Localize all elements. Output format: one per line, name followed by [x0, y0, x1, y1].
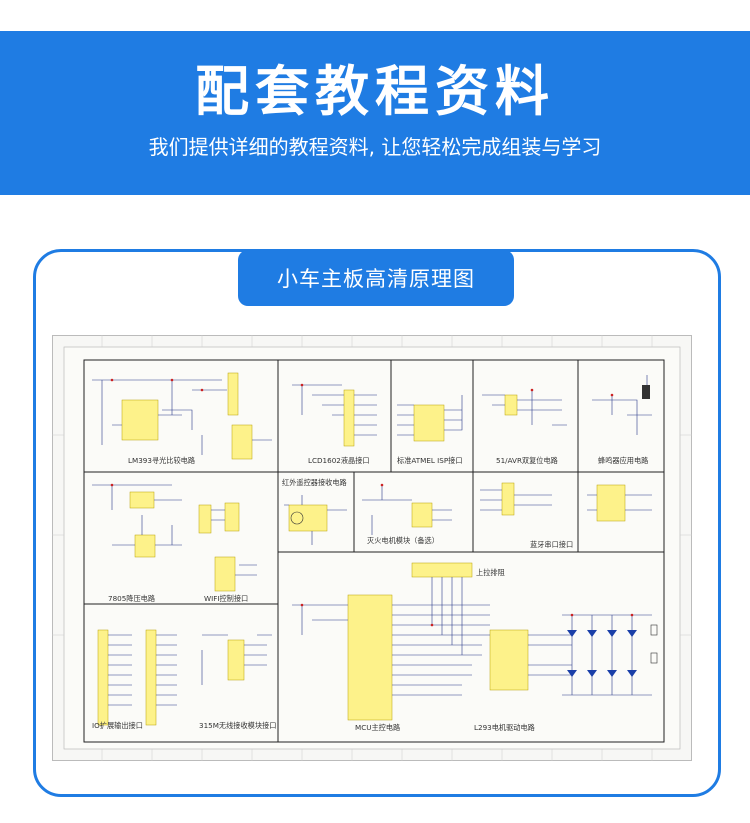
label-fire: 灭火电机模块（备选）: [367, 536, 439, 545]
schematic-inner-frame: [63, 346, 681, 750]
label-bluetooth: 蓝牙串口接口: [530, 540, 573, 549]
label-pullup: 上拉排阻: [476, 568, 505, 577]
label-isp: 标准ATMEL ISP接口: [397, 456, 463, 465]
module-boxes: [83, 359, 665, 743]
schematic-diagram: LM393寻光比较电路 LCD1602液晶接口 标准ATMEL ISP接口 51…: [52, 335, 692, 761]
frame-ticks: [52, 335, 692, 761]
label-lm393: LM393寻光比较电路: [128, 456, 195, 465]
page-subtitle: 我们提供详细的教程资料, 让您轻松完成组装与学习: [148, 135, 602, 159]
label-buzzer: 蜂鸣器应用电路: [598, 456, 648, 465]
schematic-svg: LM393寻光比较电路 LCD1602液晶接口 标准ATMEL ISP接口 51…: [52, 335, 692, 761]
label-rf315: 315M无线接收模块接口: [199, 721, 276, 730]
label-mcu: MCU主控电路: [355, 723, 400, 732]
label-reset: 51/AVR双复位电路: [496, 456, 558, 465]
label-7805: 7805降压电路: [108, 594, 155, 603]
section-label: 小车主板高清原理图: [238, 250, 514, 306]
label-io: IO扩展输出接口: [92, 721, 143, 730]
component-blocks: [97, 372, 626, 726]
label-wifi: WIFI控制接口: [204, 594, 248, 603]
header-banner: 配套教程资料 我们提供详细的教程资料, 让您轻松完成组装与学习: [0, 31, 750, 195]
page-title: 配套教程资料: [195, 60, 555, 123]
label-lcd: LCD1602液晶接口: [308, 456, 370, 465]
schematic-wires: [92, 375, 652, 706]
label-l293: L293电机驱动电路: [474, 723, 535, 732]
component-marks: [110, 378, 658, 677]
label-ir: 红外遥控器接收电路: [282, 478, 347, 487]
